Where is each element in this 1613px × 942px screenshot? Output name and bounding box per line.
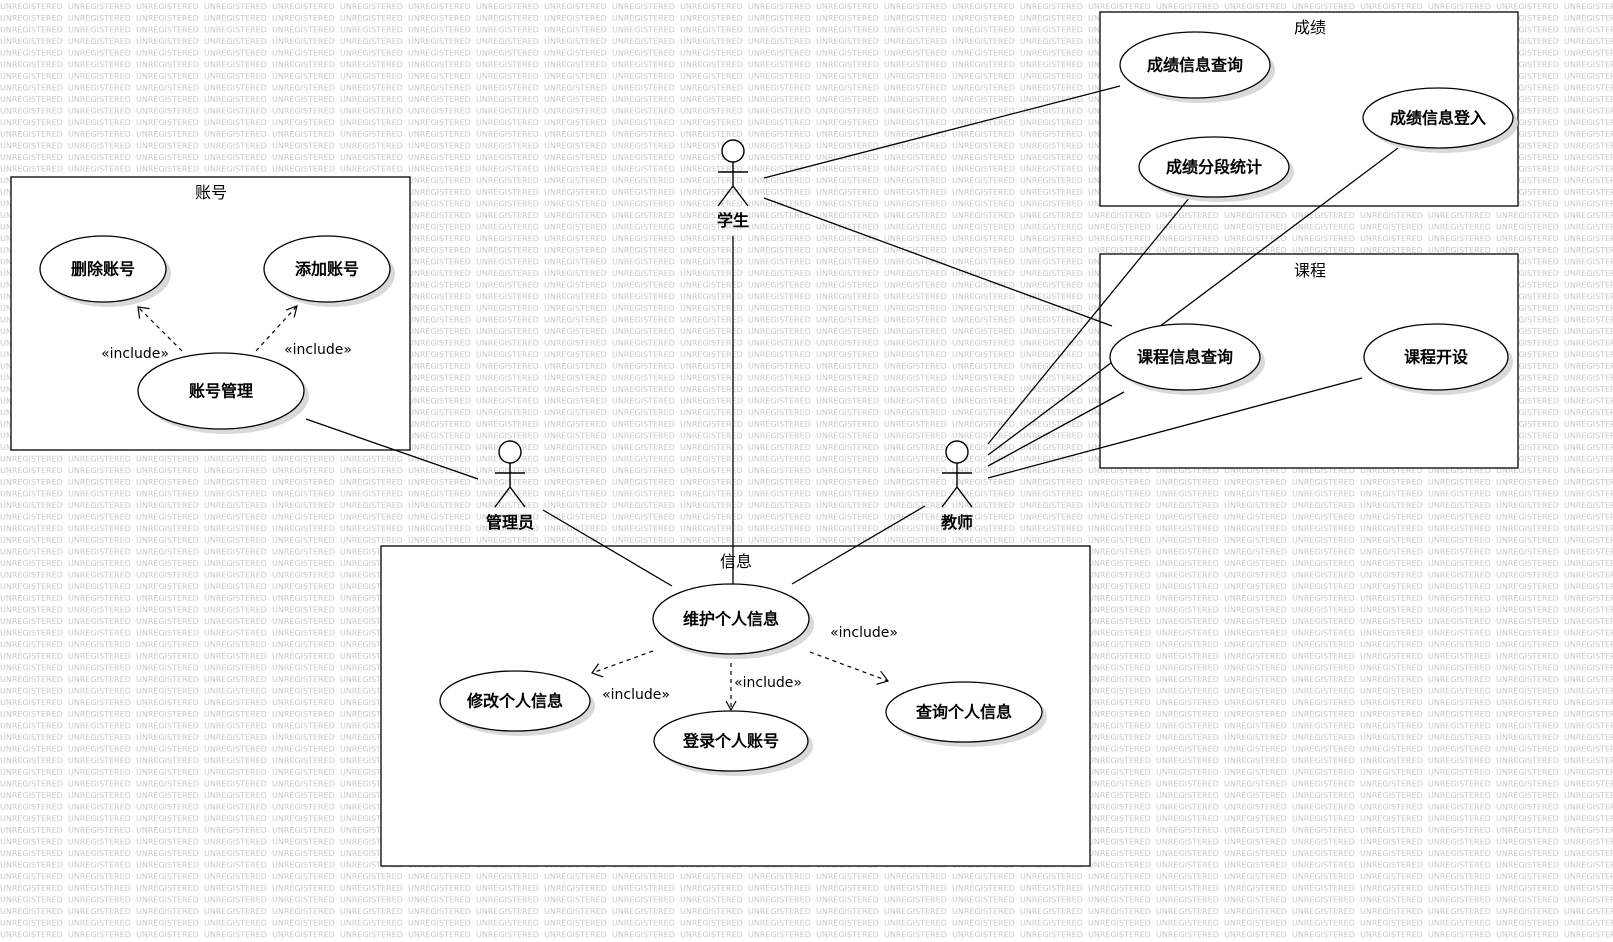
usecase-label: 添加账号	[295, 260, 359, 279]
actor-student[interactable]: 学生	[717, 139, 749, 230]
usecase-label: 成绩分段统计	[1166, 158, 1262, 177]
usecase-label: 登录个人账号	[682, 732, 779, 751]
package-title: 课程	[1294, 261, 1326, 280]
actor-label: 管理员	[486, 513, 534, 532]
usecase-label: 查询个人信息	[916, 703, 1012, 722]
usecase-label: 维护个人信息	[683, 610, 779, 629]
actor-label: 学生	[717, 211, 749, 230]
stereotype-include: «include»	[830, 625, 898, 641]
usecase-label: 成绩信息查询	[1147, 56, 1243, 75]
actor-teacher[interactable]: 教师	[941, 440, 973, 532]
stereotype-include: «include»	[734, 675, 802, 691]
assoc-student-course-query	[763, 197, 1113, 327]
package-title: 信息	[720, 552, 752, 571]
actor-head	[498, 440, 522, 464]
package-title: 成绩	[1294, 18, 1326, 37]
usecase-label: 成绩信息登入	[1390, 109, 1486, 128]
usecase-label: 修改个人信息	[466, 692, 563, 711]
usecase-label: 账号管理	[189, 382, 253, 401]
usecase-label: 课程信息查询	[1137, 348, 1233, 367]
actor-label: 教师	[941, 513, 973, 532]
actor-admin[interactable]: 管理员	[486, 440, 534, 532]
actor-head	[945, 440, 969, 464]
assoc-student-score-query	[763, 85, 1121, 179]
stereotype-include: «include»	[101, 346, 169, 362]
stereotype-include: «include»	[602, 687, 670, 703]
package-title: 账号	[195, 183, 227, 202]
usecase-label: 课程开设	[1404, 348, 1469, 367]
usecase-label: 删除账号	[71, 260, 135, 279]
stereotype-include: «include»	[284, 342, 352, 358]
actor-head	[721, 139, 745, 163]
